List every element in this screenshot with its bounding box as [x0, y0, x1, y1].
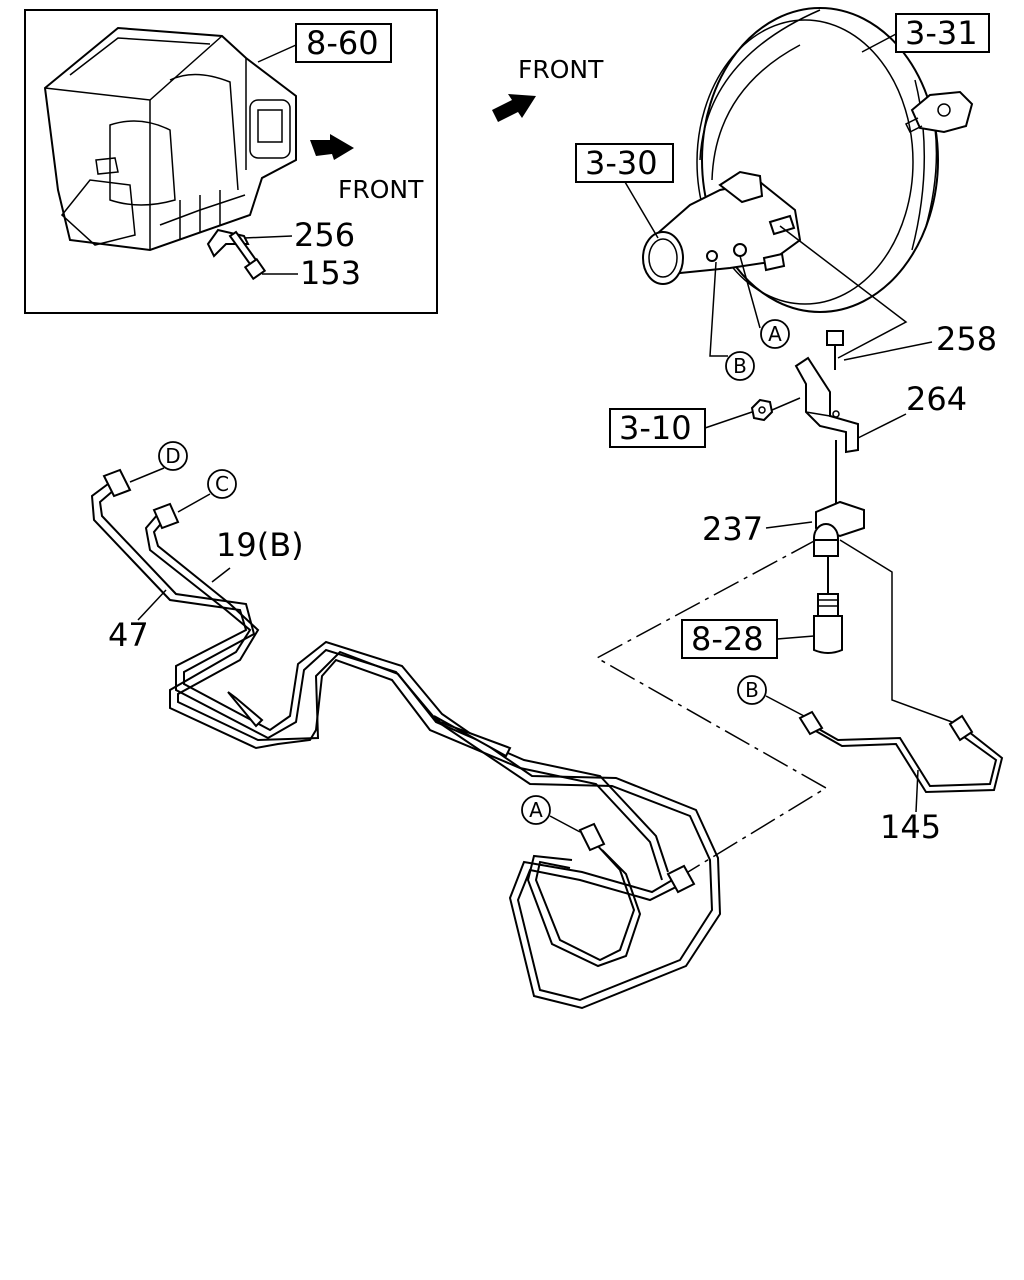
part-145-label: 145	[880, 808, 941, 846]
part-264-label: 264	[906, 380, 967, 418]
front-label-inset: FRONT	[338, 175, 424, 204]
callout-a-top	[760, 319, 790, 349]
callout-c-label: C	[215, 472, 229, 496]
part-258-label: 258	[936, 320, 997, 358]
pipe-145-drawing	[798, 710, 1004, 794]
bracket-264-drawing	[794, 356, 859, 454]
front-arrow-icon	[310, 134, 354, 160]
front-label-main: FRONT	[518, 55, 604, 84]
ref-8-28-label: 8-28	[691, 620, 764, 658]
ref-box-3-31	[895, 13, 990, 53]
ref-3-10-label: 3-10	[619, 409, 692, 447]
master-cylinder-drawing	[642, 170, 802, 285]
part-19b-label: 19(B)	[216, 526, 304, 564]
callout-b-145	[737, 675, 767, 705]
callout-c	[207, 469, 237, 499]
ref-box-3-30	[575, 143, 674, 183]
junction-237-drawing	[813, 500, 865, 557]
ref-3-30-label: 3-30	[585, 144, 658, 182]
part-47-label: 47	[108, 616, 149, 654]
inset-frame	[24, 9, 438, 314]
callout-b-top-label: B	[733, 354, 747, 378]
heater-unit-drawing	[43, 26, 297, 252]
callout-d	[158, 441, 188, 471]
callout-a-top-label: A	[768, 322, 782, 346]
pressure-switch-drawing	[813, 593, 843, 654]
callout-a-bottom-label: A	[529, 798, 543, 822]
heater-inset: 8-60 FRONT 256 153	[24, 9, 438, 314]
bolt-258-drawing	[826, 330, 844, 370]
ref-box-8-60	[295, 23, 392, 63]
brake-pipes-drawing	[90, 468, 722, 1010]
part-153-label: 153	[300, 254, 361, 292]
ref-box-8-28	[681, 619, 778, 659]
front-arrow-main-icon	[492, 94, 536, 122]
callout-a-bottom	[521, 795, 551, 825]
callout-b-top	[725, 351, 755, 381]
nut-drawing	[750, 398, 774, 422]
callout-b-145-label: B	[745, 678, 759, 702]
part-256-label: 256	[294, 216, 355, 254]
callout-d-label: D	[165, 444, 180, 468]
part-237-label: 237	[702, 510, 763, 548]
bolt-153-drawing	[228, 230, 267, 281]
ref-3-31-label: 3-31	[905, 14, 978, 52]
ref-box-3-10	[609, 408, 706, 448]
ref-8-60-label: 8-60	[306, 24, 379, 62]
